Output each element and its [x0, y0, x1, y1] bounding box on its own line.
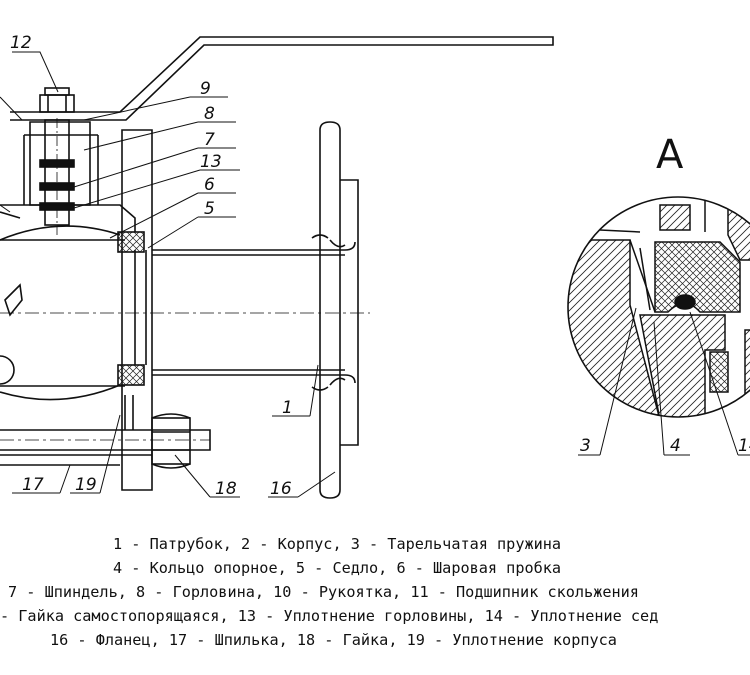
callout-16: 16: [270, 479, 292, 499]
main-view: [0, 36, 554, 499]
legend-text: 4 - Кольцо опорное, 5 - Седло, 6 - Шаров…: [113, 559, 562, 577]
callout-13: 13: [200, 152, 222, 172]
callout-12: 12: [10, 33, 32, 53]
pipe-branch: [152, 241, 356, 384]
callout-6: 6: [204, 175, 215, 195]
callout-14: 14: [738, 436, 750, 456]
callout-8: 8: [204, 104, 215, 124]
top-nut: [39, 94, 75, 113]
callout-17: 17: [22, 475, 44, 495]
legend-line: 1 - Патрубок, 2 - Корпус, 3 - Тарельчата…: [0, 532, 750, 556]
nut: [151, 417, 191, 465]
callout-9: 9: [200, 79, 211, 99]
seat-top: [117, 231, 145, 253]
callout-18: 18: [215, 479, 237, 499]
handle: [10, 36, 554, 121]
leader-lines: [0, 51, 336, 498]
legend-text: - Гайка самостопорящаяся, 13 - Уплотнени…: [0, 607, 659, 625]
legend-line: 7 - Шпиндель, 8 - Горловина, 10 - Рукоят…: [0, 580, 750, 604]
flange: [319, 121, 341, 499]
legend-text: 1 - Патрубок, 2 - Корпус, 3 - Тарельчата…: [113, 535, 562, 553]
callout-5: 5: [204, 199, 215, 219]
callout-labels: 12 9 8 7 13 6 5 1 17 19 18 16: [10, 33, 293, 499]
callout-1: 1: [282, 398, 293, 418]
legend-line: 4 - Кольцо опорное, 5 - Седло, 6 - Шаров…: [0, 556, 750, 580]
callout-7: 7: [204, 130, 215, 150]
parts-legend: 1 - Патрубок, 2 - Корпус, 3 - Тарельчата…: [0, 532, 750, 652]
detail-view-a: A 3 4 14: [567, 132, 750, 456]
legend-text: 16 - Фланец, 17 - Шпилька, 18 - Гайка, 1…: [50, 631, 617, 649]
callout-3: 3: [580, 436, 591, 456]
ball: [0, 225, 121, 401]
legend-line: 16 - Фланец, 17 - Шпилька, 18 - Гайка, 1…: [0, 628, 750, 652]
callout-4: 4: [670, 436, 681, 456]
callout-19: 19: [75, 475, 97, 495]
legend-text: 7 - Шпиндель, 8 - Горловина, 10 - Рукоят…: [8, 583, 639, 601]
view-label-a: A: [656, 132, 684, 178]
legend-line: - Гайка самостопорящаяся, 13 - Уплотнени…: [0, 604, 750, 628]
seat-bottom: [117, 364, 145, 386]
detail-circle: [567, 196, 750, 418]
